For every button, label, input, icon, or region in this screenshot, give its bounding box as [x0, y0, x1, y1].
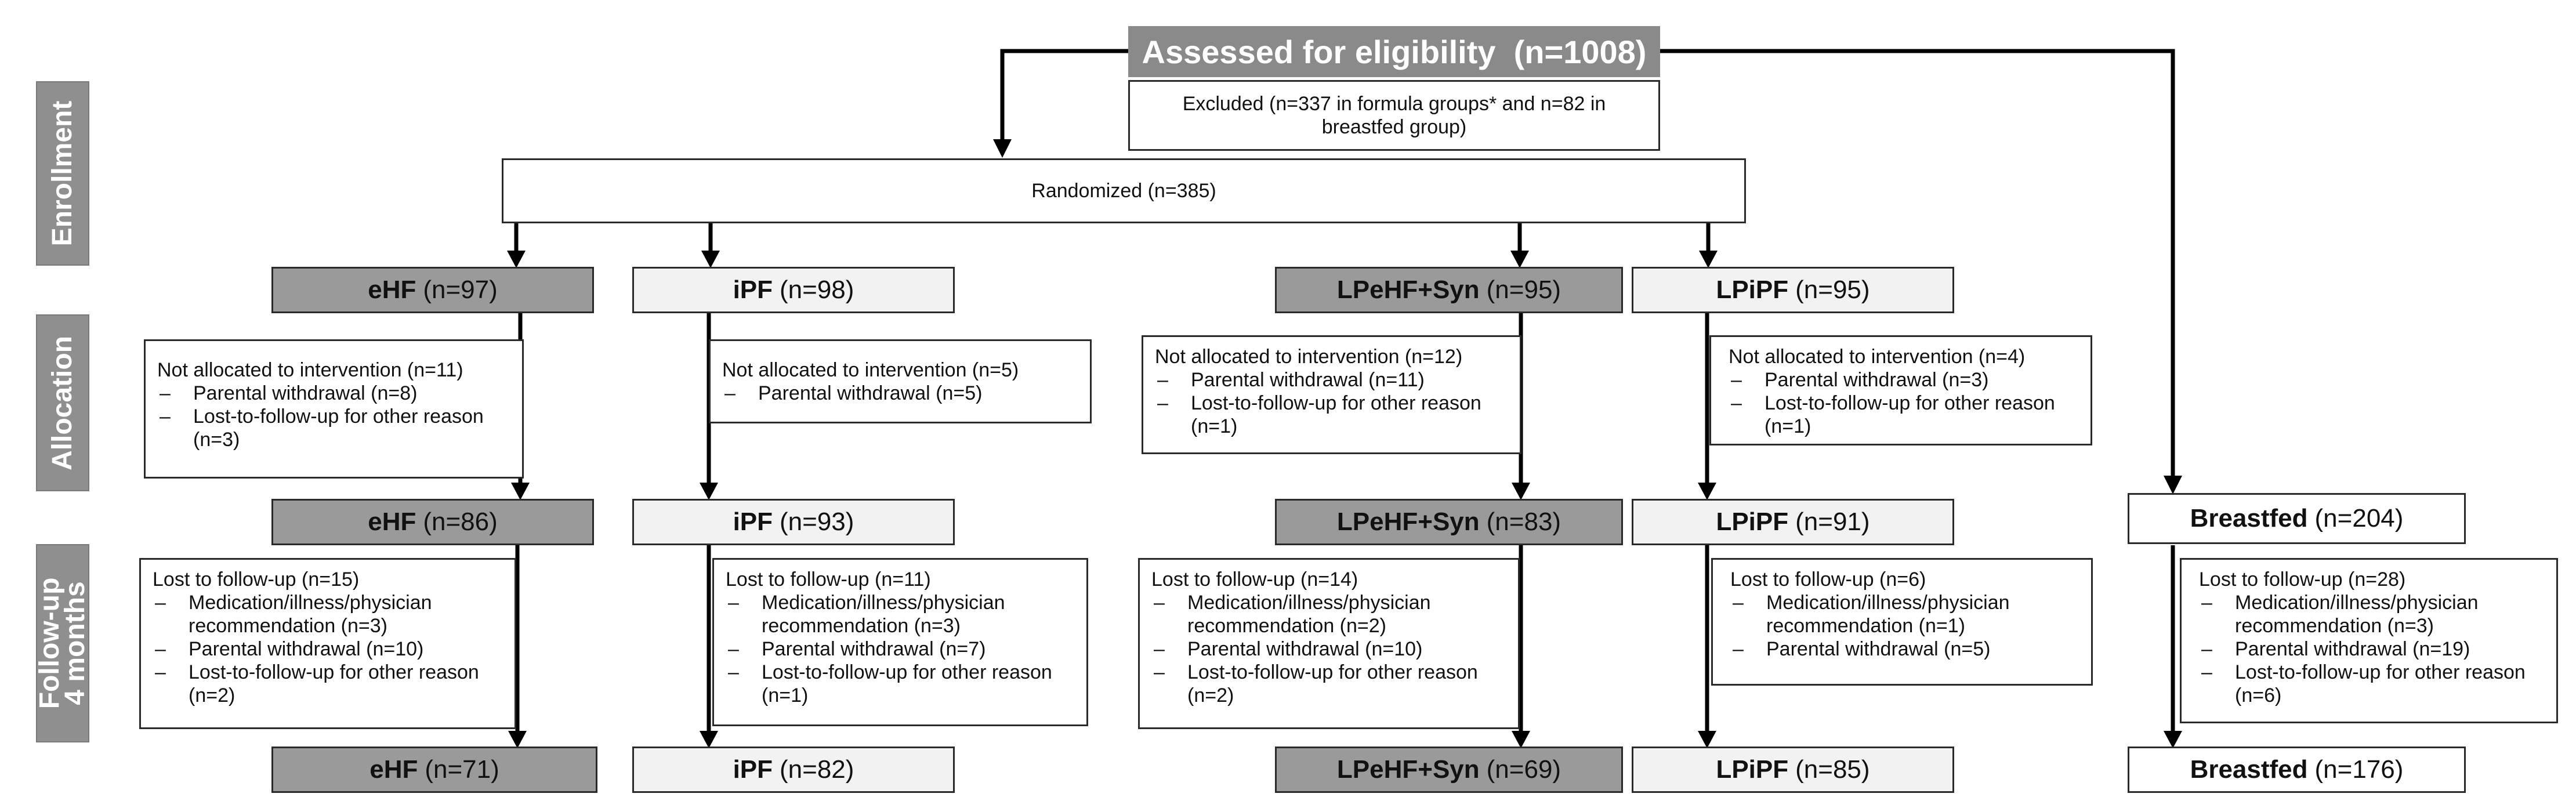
followup-note-ehf: Lost to follow-up (n=15) Medication/illn…: [139, 558, 516, 729]
group-breastfed-row2: Breastfed(n=204): [2128, 493, 2466, 544]
arrowhead: [1512, 731, 1530, 748]
allocation-note-lpipf: Not allocated to intervention (n=4) Pare…: [1709, 335, 2092, 445]
stage-enrollment: Enrollment: [36, 81, 89, 266]
group-lpipf-row2: LPiPF(n=91): [1632, 499, 1954, 545]
group-ipf-row1: iPF(n=98): [632, 267, 955, 313]
list-item: Lost-to-follow-up for other reason (n=6): [2199, 661, 2545, 707]
stage-allocation: Allocation: [36, 314, 89, 491]
group-lpipf-row1: LPiPF(n=95): [1632, 267, 1954, 313]
group-lpehfsyn-row2: LPeHF+Syn(n=83): [1275, 499, 1623, 545]
line-assessed-to-randomized: [1000, 49, 1128, 145]
arrowhead: [1698, 483, 1716, 500]
arrowhead: [507, 251, 526, 268]
arrowhead: [1512, 483, 1530, 500]
list-item: Lost-to-follow-up for other reason (n=2): [1151, 661, 1506, 707]
followup-note-ipf: Lost to follow-up (n=11) Medication/illn…: [712, 558, 1088, 726]
list-item: Lost-to-follow-up for other reason (n=3): [157, 405, 510, 451]
arrowhead: [511, 483, 530, 500]
arrowhead: [1698, 731, 1716, 748]
randomized-box: Randomized (n=385): [502, 158, 1746, 223]
list-item: Parental withdrawal (n=7): [726, 637, 1075, 661]
list-item: Parental withdrawal (n=3): [1729, 368, 2079, 392]
list-item: Parental withdrawal (n=5): [722, 382, 1078, 405]
arrowhead: [1699, 251, 1718, 268]
followup-note-breastfed: Lost to follow-up (n=28) Medication/illn…: [2180, 558, 2558, 723]
excluded-box: Excluded (n=337 in formula groups* and n…: [1128, 80, 1660, 151]
list-item: Lost-to-follow-up for other reason (n=2): [153, 661, 503, 707]
followup-note-lpipf: Lost to follow-up (n=6) Medication/illne…: [1711, 558, 2093, 686]
list-item: Lost-to-follow-up for other reason (n=1): [726, 661, 1075, 707]
list-item: Medication/illness/physician recommendat…: [726, 591, 1075, 637]
followup-note-lpehfsyn: Lost to follow-up (n=14) Medication/illn…: [1138, 558, 1520, 729]
group-lpehfsyn-row3: LPeHF+Syn(n=69): [1275, 747, 1623, 793]
list-item: Medication/illness/physician recommendat…: [153, 591, 503, 637]
arrowhead: [2164, 476, 2182, 494]
group-ehf-row3: eHF(n=71): [271, 747, 597, 793]
arrowhead: [2164, 731, 2182, 748]
list-item: Medication/illness/physician recommendat…: [2199, 591, 2545, 637]
group-ehf-row1: eHF(n=97): [271, 267, 594, 313]
group-ipf-row3: iPF(n=82): [632, 747, 955, 793]
assessed-eligibility-box: Assessed for eligibility (n=1008): [1128, 26, 1660, 77]
list-item: Parental withdrawal (n=5): [1730, 637, 2079, 661]
allocation-note-lpehfsyn: Not allocated to intervention (n=12) Par…: [1142, 335, 1521, 454]
arrowhead: [508, 731, 527, 748]
arrowhead: [700, 483, 718, 500]
list-item: Parental withdrawal (n=10): [1151, 637, 1506, 661]
group-ehf-row2: eHF(n=86): [271, 499, 594, 545]
list-item: Lost-to-follow-up for other reason (n=1): [1155, 392, 1508, 438]
arrowhead: [701, 251, 720, 268]
allocation-note-ehf: Not allocated to intervention (n=11) Par…: [144, 339, 524, 479]
group-lpipf-row3: LPiPF(n=85): [1632, 747, 1954, 793]
list-item: Lost-to-follow-up for other reason (n=1): [1729, 392, 2079, 438]
arrowhead: [993, 139, 1012, 158]
list-item: Parental withdrawal (n=11): [1155, 368, 1508, 392]
allocation-note-ipf: Not allocated to intervention (n=5) Pare…: [709, 339, 1092, 423]
group-ipf-row2: iPF(n=93): [632, 499, 955, 545]
group-breastfed-row3: Breastfed(n=176): [2128, 747, 2466, 793]
arrowhead: [700, 731, 718, 748]
list-item: Parental withdrawal (n=10): [153, 637, 503, 661]
list-item: Parental withdrawal (n=19): [2199, 637, 2545, 661]
group-lpehfsyn-row1: LPeHF+Syn(n=95): [1275, 267, 1623, 313]
list-item: Parental withdrawal (n=8): [157, 382, 510, 405]
arrowhead: [1510, 251, 1529, 268]
list-item: Medication/illness/physician recommendat…: [1151, 591, 1506, 637]
list-item: Medication/illness/physician recommendat…: [1730, 591, 2079, 637]
